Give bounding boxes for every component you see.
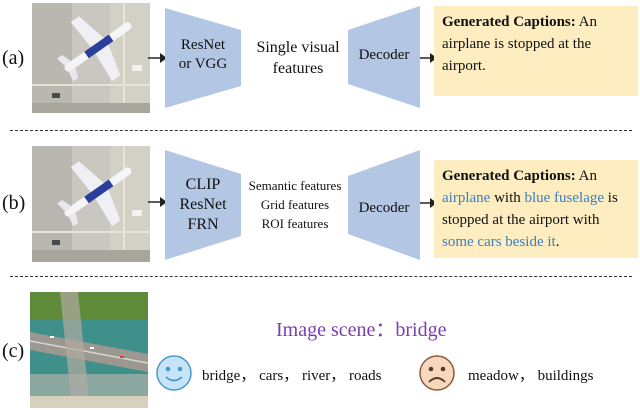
airport-satellite-image-b <box>32 146 150 262</box>
feature-label: Single visual <box>256 39 340 56</box>
encoder-block-b <box>165 150 241 260</box>
sad-face-icon <box>419 355 455 391</box>
decoder-block-a <box>348 6 420 108</box>
happy-face-icon <box>156 355 192 391</box>
caption-highlight: some cars beside it <box>442 234 556 250</box>
decoder-label-a: Decoder <box>358 47 410 63</box>
caption-highlight: blue fuselage <box>524 190 605 206</box>
feature-label: features <box>272 60 324 77</box>
caption-highlight: airplane <box>442 190 491 206</box>
encoder-label-line: or VGG <box>178 56 228 72</box>
panel-divider <box>10 130 632 131</box>
arrow-to-caption-a <box>420 53 437 63</box>
decoder-label-b: Decoder <box>358 200 410 216</box>
encoder-label-line: ResNet <box>180 37 226 53</box>
encoder-block-a <box>165 8 241 108</box>
arrow-to-encoder-a <box>148 53 167 63</box>
caption-heading: Generated Captions: <box>442 168 576 184</box>
encoder-label-line: CLIP <box>185 176 221 193</box>
airport-satellite-image-a <box>32 3 150 113</box>
caption-box-a: Generated Captions: An airplane is stopp… <box>434 6 638 96</box>
caption-text: with <box>490 190 525 206</box>
feature-label: Semantic features <box>248 178 342 193</box>
positive-keywords: bridge， cars， river， roads <box>202 368 382 384</box>
arrow-to-encoder-b <box>148 197 167 207</box>
panel-label-b: (b) <box>2 192 26 214</box>
caption-heading: Generated Captions: <box>442 14 576 30</box>
encoder-label-line: FRN <box>187 216 219 233</box>
decoder-block-b <box>348 150 420 260</box>
image-scene-label: Image scene：bridge <box>276 319 447 341</box>
caption-text: is stopped at the airport with <box>442 190 618 228</box>
panel-divider <box>10 276 632 277</box>
negative-keywords: meadow， buildings <box>468 368 594 384</box>
encoder-label-line: ResNet <box>179 196 227 213</box>
caption-text: An airplane is stopped at the airport. <box>442 14 598 74</box>
caption-text: . <box>555 234 560 250</box>
panel-label-a: (a) <box>2 47 25 69</box>
panel-label-c: (c) <box>2 340 25 362</box>
caption-box-b: Generated Captions: An airplane with blu… <box>434 160 638 258</box>
bridge-satellite-image <box>30 292 148 408</box>
arrow-to-caption-b <box>420 198 437 208</box>
feature-label: Grid features <box>260 197 330 212</box>
caption-text: An <box>575 168 598 184</box>
feature-label: ROI features <box>261 216 329 231</box>
